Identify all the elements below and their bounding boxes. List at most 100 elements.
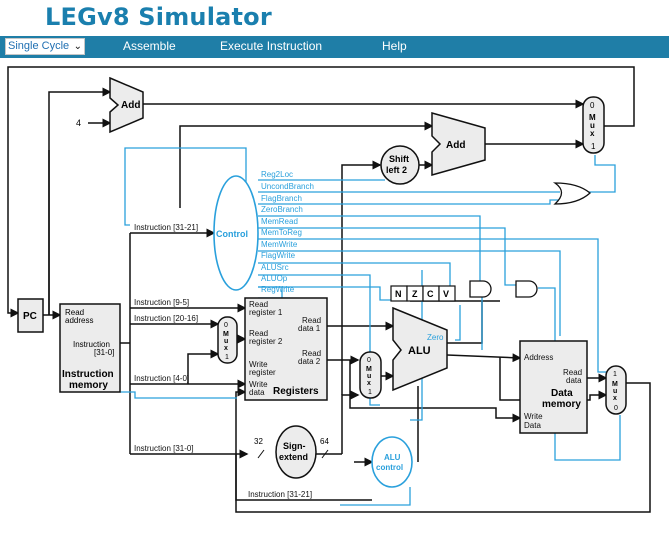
and-gate-zero — [469, 280, 492, 298]
bits-32: 32 — [254, 437, 263, 446]
field-20-16: Instruction [20-16] — [134, 314, 198, 323]
mux-alu-1: 1 — [368, 389, 372, 396]
alu — [392, 306, 448, 392]
signal-alusrc: ALUSrc — [261, 263, 289, 272]
dmem-write-b: Data — [524, 421, 541, 430]
signal-regwrite: RegWrite — [261, 285, 295, 294]
reg-write-data-a: Write — [249, 380, 268, 389]
constant-four: 4 — [76, 118, 81, 128]
imem-read: Read — [65, 308, 84, 317]
dmem-write-a: Write — [524, 412, 543, 421]
dmem-title-2: memory — [542, 399, 581, 410]
signal-aluop: ALUOp — [261, 274, 288, 283]
flag-v: V — [443, 289, 449, 299]
mux-reg-u: u — [224, 338, 228, 345]
mux-reg-x: x — [224, 345, 228, 352]
app-title: LEGv8 Simulator — [45, 3, 272, 31]
reg-read-data2-a: Read — [302, 349, 321, 358]
mux-memtoreg — [605, 365, 627, 415]
dmem-address: Address — [524, 353, 553, 362]
registers-title: Registers — [273, 386, 319, 397]
mux-alusrc — [359, 351, 382, 399]
pc-label: PC — [23, 311, 37, 322]
chevron-down-icon: ⌄ — [73, 41, 82, 52]
signal-memtoreg: MemToReg — [261, 228, 302, 237]
reg-read-data1-b: data 1 — [298, 324, 321, 333]
sign-extend-label-2: extend — [279, 452, 308, 462]
nav-assemble[interactable]: Assemble — [123, 39, 176, 53]
sign-extend — [275, 425, 317, 479]
shift-label-1: Shift — [389, 154, 409, 164]
mux-mem-1: 1 — [613, 371, 617, 378]
mux-mem-x: x — [613, 395, 617, 402]
mux-alu-m: M — [366, 366, 372, 373]
imem-title-2: memory — [69, 380, 108, 391]
shift-label-2: left 2 — [386, 165, 407, 175]
mux-reg-1: 1 — [225, 354, 229, 361]
nav-bar: Single Cycle ⌄ Assemble Execute Instruct… — [0, 36, 669, 58]
mux-pc-select — [582, 96, 605, 154]
field-9-5: Instruction [9-5] — [134, 298, 189, 307]
signal-zerobranch: ZeroBranch — [261, 205, 303, 214]
reg-read-data2-b: data 2 — [298, 357, 321, 366]
program-counter — [17, 298, 44, 333]
alu-control-label-2: control — [376, 463, 403, 472]
adder-pc-label: Add — [121, 100, 140, 111]
and-gate-flag — [515, 280, 538, 298]
signal-flagbranch: FlagBranch — [261, 194, 302, 203]
reg-read-data1-a: Read — [302, 316, 321, 325]
instruction-memory — [59, 303, 121, 393]
imem-instruction: Instruction — [73, 340, 110, 349]
mux-pc-u: u — [590, 121, 595, 130]
mux-alu-x: x — [367, 380, 371, 387]
flag-n: N — [395, 289, 402, 299]
nav-help[interactable]: Help — [382, 39, 407, 53]
reg-write-data-b: data — [249, 388, 265, 397]
dmem-read-b: data — [566, 376, 582, 385]
imem-address: address — [65, 316, 93, 325]
reg-write-reg-a: Write — [249, 360, 268, 369]
mux-alu-u: u — [367, 373, 371, 380]
nav-execute-instruction[interactable]: Execute Instruction — [220, 39, 323, 53]
signal-flagwrite: FlagWrite — [261, 251, 296, 260]
instruction-field-labels: Instruction [31-21] Instruction [9-5] In… — [134, 223, 312, 499]
field-31-21-control: Instruction [31-21] — [134, 223, 198, 232]
imem-title-1: Instruction — [62, 369, 114, 380]
mode-select-value: Single Cycle — [8, 40, 70, 52]
signal-uncondbranch: UncondBranch — [261, 182, 314, 191]
mux-alu-0: 0 — [367, 357, 371, 364]
mux-mem-0: 0 — [614, 405, 618, 412]
control-unit — [213, 175, 259, 291]
mux-mem-m: M — [612, 381, 618, 388]
control-signal-labels: Reg2Loc UncondBranch FlagBranch ZeroBran… — [261, 170, 314, 294]
adder-pc — [109, 76, 144, 134]
mux-pc-0: 0 — [590, 101, 595, 110]
flag-register — [390, 285, 456, 302]
mux-reg-0: 0 — [224, 322, 228, 329]
alu-zero: Zero — [427, 333, 444, 342]
mux-reg2loc — [217, 316, 238, 364]
signal-memread: MemRead — [261, 217, 298, 226]
adder-branch — [431, 112, 486, 176]
or-gate-branch — [552, 182, 591, 205]
bits-64: 64 — [320, 437, 329, 446]
shift-left-2 — [380, 145, 420, 185]
dmem-title-1: Data — [551, 388, 573, 399]
reg-write-reg-b: register — [249, 368, 276, 377]
data-memory — [519, 340, 588, 434]
mux-pc-x: x — [590, 129, 595, 138]
mux-pc-1: 1 — [591, 142, 596, 151]
signal-reg2loc: Reg2Loc — [261, 170, 293, 179]
flag-c: C — [427, 289, 434, 299]
field-4-0: Instruction [4-0] — [134, 374, 189, 383]
mode-select[interactable]: Single Cycle ⌄ — [5, 38, 85, 55]
adder-branch-label: Add — [446, 140, 465, 151]
mux-reg-m: M — [223, 331, 229, 338]
alu-control — [371, 436, 413, 488]
control-wires — [120, 147, 621, 506]
imem-bits: [31-0] — [94, 348, 114, 357]
reg-read-reg1-a: Read — [249, 300, 268, 309]
alu-label: ALU — [408, 345, 431, 357]
register-file — [244, 297, 328, 401]
dmem-read-a: Read — [563, 368, 582, 377]
